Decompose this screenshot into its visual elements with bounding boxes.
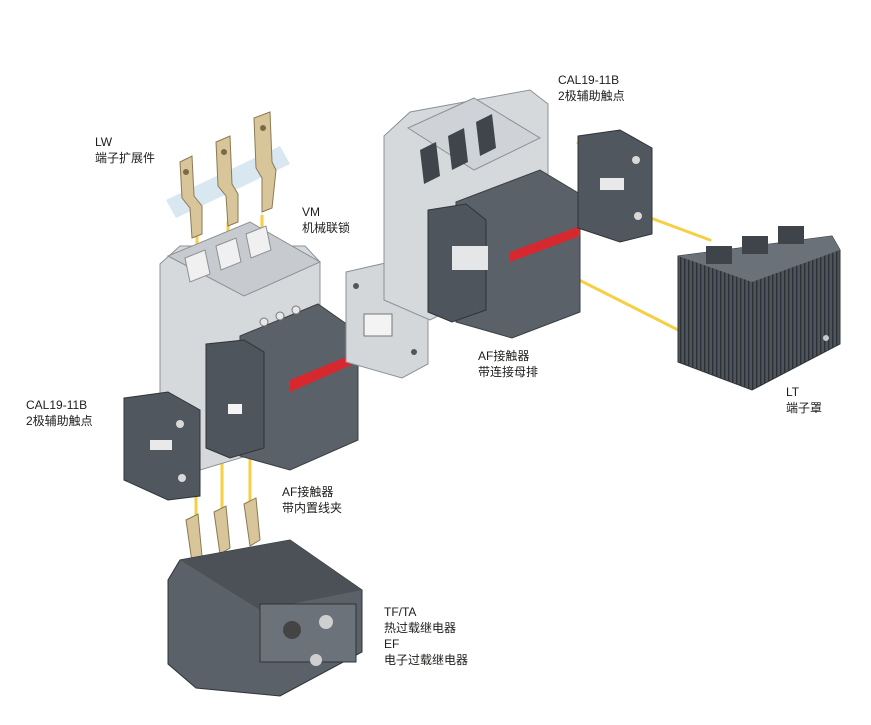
label-cal-top-sub: 2极辅助触点 xyxy=(558,89,625,103)
label-vm-title: VM xyxy=(302,205,320,219)
label-ef-sub: 电子过载继电器 xyxy=(384,653,469,667)
label-cal-top: CAL19-11B 2极辅助触点 xyxy=(558,72,625,104)
label-cal-left-sub: 2极辅助触点 xyxy=(26,414,93,428)
label-tf-sub: 热过载继电器 xyxy=(384,621,457,635)
cal-auxiliary-contact-top xyxy=(577,129,653,243)
label-af-clamp: AF接触器 带内置线夹 xyxy=(282,484,342,516)
label-tf-ef: TF/TA 热过载继电器 EF 电子过载继电器 xyxy=(384,604,468,668)
label-cal-left: CAL19-11B 2极辅助触点 xyxy=(26,397,93,429)
label-lw: LW 端子扩展件 xyxy=(95,134,155,166)
lw-terminal-extension xyxy=(166,111,290,239)
cal-auxiliary-contact-left xyxy=(123,391,201,501)
label-af-clamp-sub: 带内置线夹 xyxy=(282,501,343,515)
label-cal-top-title: CAL19-11B xyxy=(558,73,620,87)
label-lt-title: LT xyxy=(786,385,800,399)
label-vm-sub: 机械联锁 xyxy=(302,221,351,235)
label-af-busbar-title: AF接触器 xyxy=(478,349,530,363)
label-vm: VM 机械联锁 xyxy=(302,204,350,236)
label-af-clamp-title: AF接触器 xyxy=(282,485,334,499)
label-lt-sub: 端子罩 xyxy=(786,401,823,415)
tf-thermal-overload-relay xyxy=(167,497,363,697)
label-lw-title: LW xyxy=(95,135,113,149)
label-tf-title: TF/TA xyxy=(384,605,417,619)
label-af-busbar-sub: 带连接母排 xyxy=(478,365,539,379)
label-lt: LT 端子罩 xyxy=(786,384,822,416)
label-lw-sub: 端子扩展件 xyxy=(95,151,156,165)
lt-terminal-cover xyxy=(677,226,841,391)
label-cal-left-title: CAL19-11B xyxy=(26,398,88,412)
af-contactor-with-busbars xyxy=(383,89,581,339)
label-af-busbar: AF接触器 带连接母排 xyxy=(478,348,538,380)
label-ef-title: EF xyxy=(384,637,400,651)
